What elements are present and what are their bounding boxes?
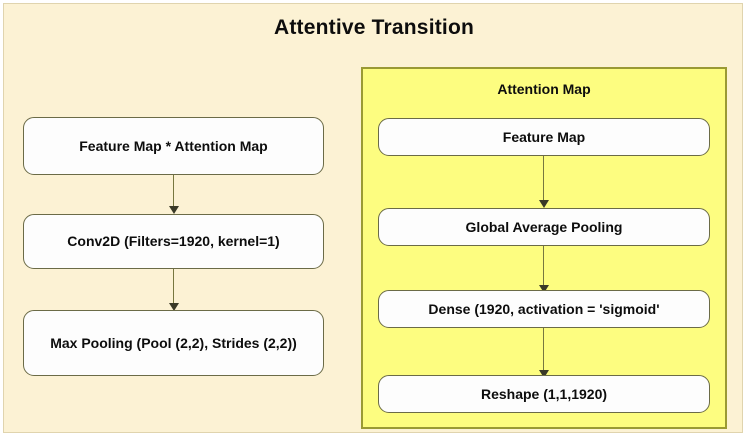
connector-5	[543, 328, 544, 373]
node-global-average-pooling[interactable]: Global Average Pooling	[378, 208, 710, 246]
node-dense[interactable]: Dense (1920, activation = 'sigmoid'	[378, 290, 710, 328]
node-feature-map-times-attention-map[interactable]: Feature Map * Attention Map	[23, 117, 324, 175]
attention-map-panel-title: Attention Map	[497, 81, 591, 97]
arrowhead-5	[539, 370, 549, 378]
arrowhead-3	[539, 200, 549, 208]
connector-1	[173, 175, 174, 209]
node-reshape[interactable]: Reshape (1,1,1920)	[378, 375, 710, 413]
arrowhead-4	[539, 285, 549, 293]
connector-2	[173, 269, 174, 306]
connector-4	[543, 246, 544, 288]
node-conv2d[interactable]: Conv2D (Filters=1920, kernel=1)	[23, 214, 324, 269]
page-title: Attentive Transition	[273, 16, 475, 39]
node-feature-map[interactable]: Feature Map	[378, 118, 710, 156]
connector-3	[543, 156, 544, 203]
attention-map-panel: Attention Map Feature Map Global Average…	[361, 67, 727, 429]
node-max-pooling[interactable]: Max Pooling (Pool (2,2), Strides (2,2))	[23, 310, 324, 376]
diagram-page: Attentive Transition Feature Map * Atten…	[3, 3, 743, 433]
arrowhead-2	[169, 303, 179, 311]
arrowhead-1	[169, 206, 179, 214]
